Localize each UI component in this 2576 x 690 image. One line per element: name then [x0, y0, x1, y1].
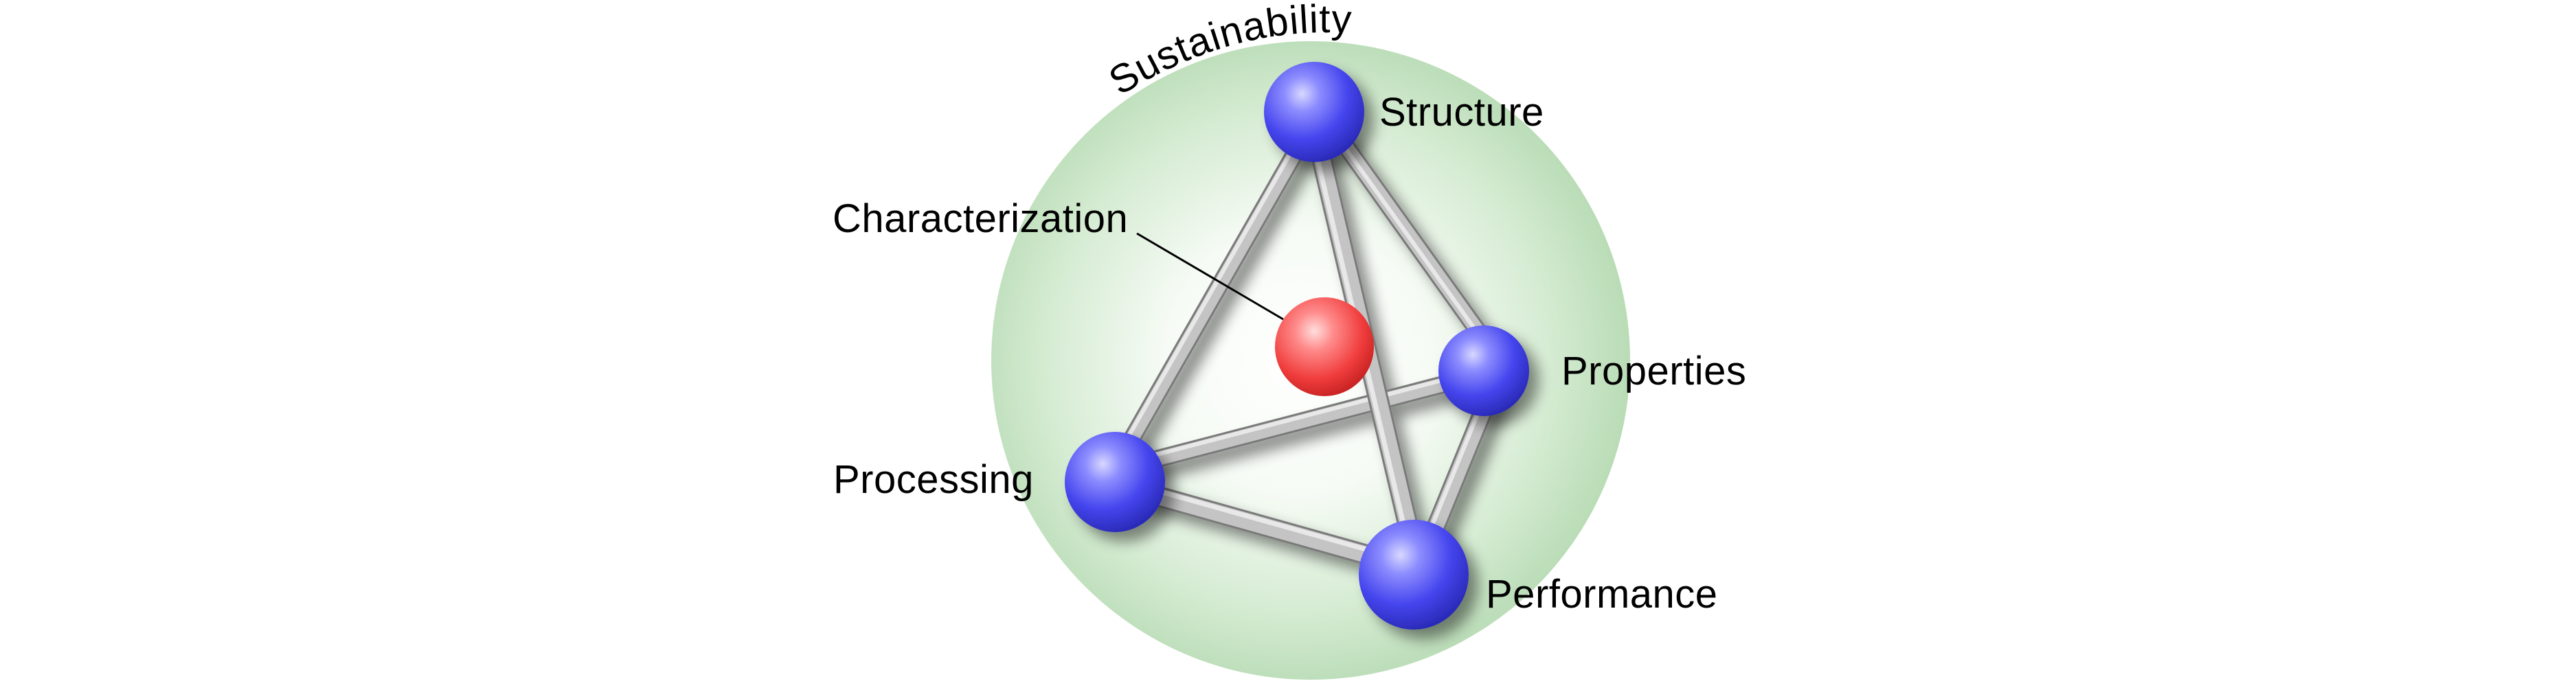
processing-sphere: [1065, 432, 1165, 532]
properties-sphere: [1438, 325, 1529, 416]
performance-label: Performance: [1486, 572, 1718, 617]
characterization-label: Characterization: [833, 196, 1128, 241]
structure-sphere: [1264, 62, 1364, 162]
structure-label: Structure: [1379, 90, 1544, 135]
processing-label: Processing: [833, 457, 1034, 502]
rod-structure-processing: [1111, 139, 1307, 469]
characterization-leader-line: [1136, 232, 1284, 321]
characterization-sphere: [1275, 297, 1374, 396]
performance-sphere: [1359, 520, 1469, 630]
properties-label: Properties: [1561, 349, 1746, 393]
rod-processing-performance: [1116, 477, 1419, 577]
rod-structure-properties: [1331, 128, 1503, 363]
rod-processing-properties: [1118, 372, 1465, 476]
